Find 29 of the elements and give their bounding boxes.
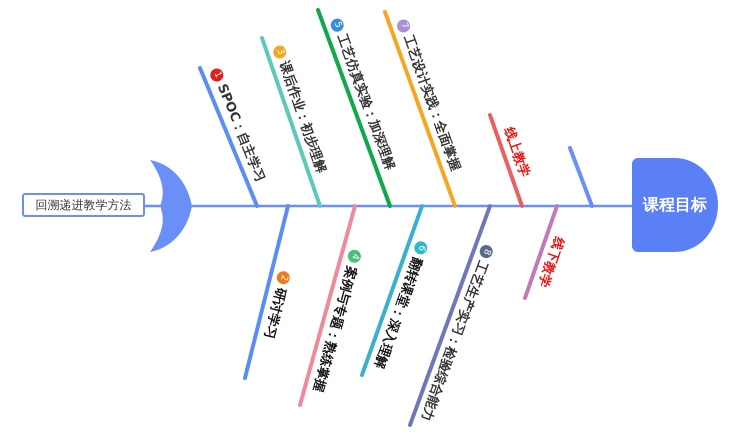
number-badge: 7 bbox=[395, 17, 412, 34]
number-badge: 6 bbox=[412, 240, 430, 256]
spine-line bbox=[144, 204, 634, 208]
number-badge: 5 bbox=[328, 16, 346, 34]
number-badge: 3 bbox=[272, 44, 289, 60]
number-badge: 8 bbox=[478, 244, 496, 260]
bone-line bbox=[243, 204, 290, 380]
bone-line bbox=[383, 10, 457, 208]
number-badge: 4 bbox=[346, 248, 363, 264]
bone-label: 研讨学习 bbox=[259, 286, 289, 342]
bone-line bbox=[260, 36, 322, 208]
bone-line bbox=[360, 204, 424, 377]
bone-label: 翻转课堂：深入理解 bbox=[370, 254, 425, 372]
number-badge: 2 bbox=[275, 270, 292, 286]
bone-line bbox=[316, 8, 392, 208]
bone-line bbox=[523, 204, 559, 300]
bone-line bbox=[488, 113, 524, 208]
bone-label: 工艺仿真实验：加深理解 bbox=[332, 31, 398, 172]
number-badge: 1 bbox=[208, 66, 226, 84]
fish-head-shape: 课程目标 bbox=[632, 158, 718, 252]
bone-label: 案例与专题：熟练掌握 bbox=[308, 264, 360, 394]
bone-line bbox=[198, 66, 259, 208]
bone-label: 线上教学 bbox=[500, 124, 533, 180]
method-box: 回溯递进教学方法 bbox=[22, 193, 145, 217]
bone-label: 课后作业：初步理解 bbox=[276, 59, 330, 176]
bone-line bbox=[298, 204, 357, 407]
bone-label: 线下教学 bbox=[534, 234, 568, 290]
bone-line bbox=[408, 204, 492, 427]
bone-label: 工艺设计实践：全面掌握 bbox=[398, 32, 464, 174]
